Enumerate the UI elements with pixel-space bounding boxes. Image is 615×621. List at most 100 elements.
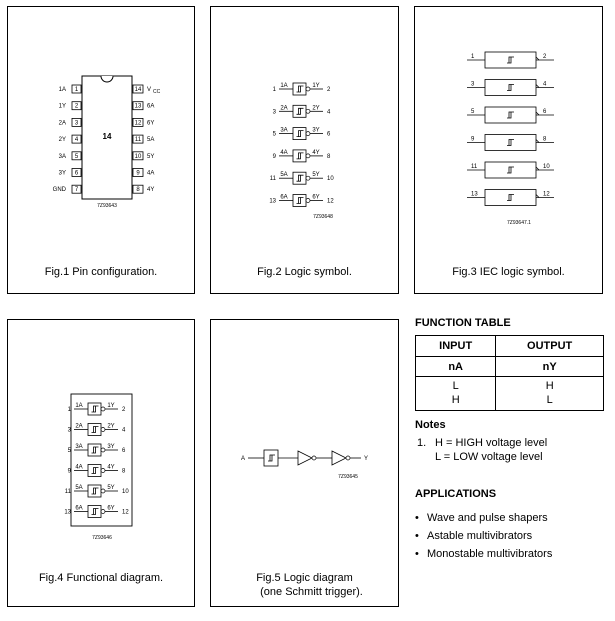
inverter-bubble — [100, 509, 106, 514]
applications-title: APPLICATIONS — [415, 488, 497, 500]
inverter-triangle — [297, 450, 313, 466]
output-pin-number: 12 — [543, 192, 550, 198]
pin-label: 6Y — [147, 120, 154, 126]
input-label: 2A — [75, 424, 82, 430]
input-pin-number: 9 — [471, 137, 475, 143]
pin-number: 3 — [75, 120, 79, 126]
pin-label: 5A — [147, 137, 154, 143]
notes-title: Notes — [415, 419, 446, 431]
hysteresis-icon — [91, 508, 99, 515]
hysteresis-icon — [91, 467, 99, 474]
row1-output: H — [545, 380, 554, 392]
output-label: 2Y — [312, 105, 319, 111]
input-pin-number: 3 — [273, 109, 277, 115]
iec-gate-box — [484, 134, 537, 151]
pin-number: 5 — [75, 154, 79, 160]
input-label: 1A — [280, 83, 287, 89]
chip-notch — [100, 75, 114, 83]
pin-label: 1Y — [59, 104, 66, 110]
schmitt-gate — [292, 104, 307, 118]
input-pin-number: 5 — [273, 132, 277, 138]
inverter-bubble — [100, 427, 106, 432]
pin-label: GND — [53, 187, 67, 193]
input-label: A — [241, 456, 245, 462]
hysteresis-icon — [507, 166, 514, 174]
inversion-flag — [535, 111, 540, 116]
pin-label: 3A — [59, 154, 66, 160]
output-pin-number: 10 — [543, 164, 550, 170]
output-label: 1Y — [107, 403, 114, 409]
output-pin-number: 12 — [122, 510, 129, 516]
pin-box — [71, 184, 82, 194]
pin-label: 5Y — [147, 154, 154, 160]
inversion-flag — [535, 84, 540, 88]
pin-label: 4A — [147, 171, 154, 177]
schmitt-gate — [263, 449, 279, 467]
iec-gate-box — [484, 106, 537, 124]
output-label: 3Y — [312, 128, 319, 134]
figure-code: 7Z93648 — [313, 214, 333, 220]
chip-label: 14 — [103, 132, 112, 141]
pin-number: 11 — [135, 137, 142, 143]
input-pin-number: 13 — [269, 199, 276, 205]
pin-number: 8 — [136, 187, 140, 193]
output-subheader: nY — [495, 356, 604, 377]
pin-number: 14 — [135, 87, 142, 93]
input-pin-number: 1 — [471, 54, 475, 60]
output-header: OUTPUT — [495, 335, 604, 357]
output-pin-number: 6 — [122, 448, 126, 454]
inverter-bubble — [305, 131, 311, 136]
inverter-bubble — [345, 455, 351, 461]
figure-code: 7Z93643 — [97, 203, 117, 209]
hysteresis-icon — [507, 56, 514, 64]
hysteresis-icon — [91, 426, 99, 433]
pin-number: 9 — [136, 171, 140, 177]
hysteresis-icon — [507, 194, 514, 201]
input-pin-number: 11 — [270, 176, 277, 182]
inversion-flag — [535, 139, 540, 143]
inverter-bubble — [311, 455, 317, 461]
pin-number: 7 — [75, 187, 79, 193]
pin-number: 10 — [135, 154, 142, 160]
output-pin-number: 6 — [543, 109, 547, 115]
notes-section: Notes 1. H = HIGH voltage level L = LOW … — [415, 419, 605, 467]
inverter-bubble — [305, 153, 311, 159]
inverter-bubble — [305, 86, 311, 92]
hysteresis-icon — [507, 84, 514, 91]
applications-section: APPLICATIONS Wave and pulse shapers Asta… — [415, 488, 605, 563]
schmitt-gate — [87, 484, 102, 498]
output-label: 6Y — [312, 195, 319, 201]
input-label: 6A — [75, 506, 82, 512]
hysteresis-icon — [91, 405, 99, 413]
hysteresis-icon — [296, 152, 304, 160]
output-pin-number: 8 — [122, 469, 126, 475]
function-table: INPUT OUTPUT nA nY L H H L — [414, 335, 604, 411]
input-header: INPUT — [414, 335, 497, 357]
fig5-caption-line1: Fig.5 Logic diagram — [256, 572, 353, 584]
function-table-title: FUNCTION TABLE — [415, 317, 511, 329]
input-pin-number: 5 — [471, 109, 475, 115]
inverter-bubble — [100, 447, 106, 453]
output-pin-number: 2 — [327, 87, 331, 93]
input-pin-number: 5 — [68, 448, 72, 454]
hysteresis-icon — [91, 487, 99, 495]
pin-box — [71, 151, 82, 161]
pin-number: 13 — [135, 104, 142, 110]
iec-gate-box — [484, 79, 537, 96]
table-cell: L H — [414, 376, 497, 408]
row2-output: L — [546, 394, 553, 406]
schmitt-gate — [87, 505, 102, 518]
pin-box — [132, 84, 144, 94]
hysteresis-icon — [507, 139, 514, 146]
hysteresis-icon — [296, 107, 304, 115]
output-pin-number: 2 — [122, 407, 126, 413]
schmitt-gate — [87, 402, 102, 416]
inverter-bubble — [100, 488, 106, 494]
input-pin-number: 11 — [471, 164, 478, 170]
